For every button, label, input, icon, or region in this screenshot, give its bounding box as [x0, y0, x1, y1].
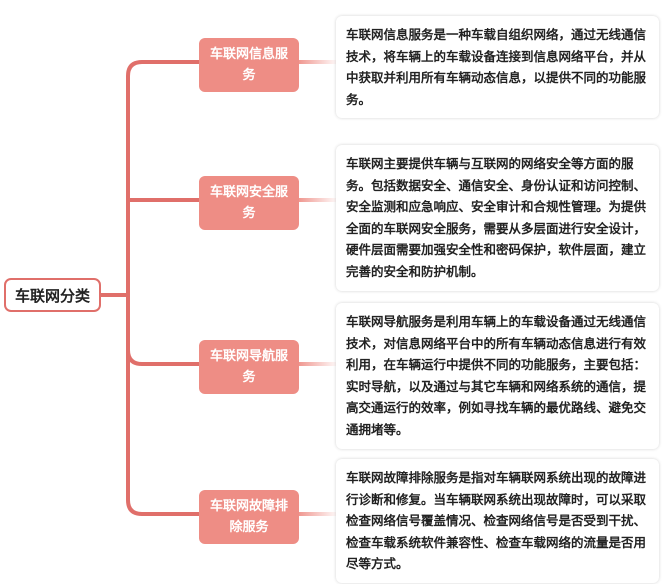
leaf-connector-4 — [299, 512, 339, 516]
branch-node-navigation[interactable]: 车联网导航服务 — [199, 340, 299, 394]
detail-node-navigation[interactable]: 车联网导航服务是利用车辆上的车载设备通过无线通信技术，对信息网络平台中的所有车辆… — [336, 303, 659, 449]
branch-node-troubleshooting[interactable]: 车联网故障排除服务 — [199, 490, 299, 544]
leaf-connector-1 — [299, 60, 339, 64]
connector-branch-1 — [126, 60, 199, 295]
detail-node-info[interactable]: 车联网信息服务是一种车载自组织网络，通过无线通信技术，将车辆上的车载设备连接到信… — [336, 16, 659, 119]
branch-node-info[interactable]: 车联网信息服务 — [199, 38, 299, 92]
branch-node-security[interactable]: 车联网安全服务 — [199, 176, 299, 230]
leaf-connector-3 — [299, 362, 339, 366]
detail-node-security[interactable]: 车联网主要提供车辆与互联网的网络安全等方面的服务。包括数据安全、通信安全、身份认… — [336, 145, 659, 291]
connector-branch-3 — [126, 295, 199, 366]
connector-branch-4 — [126, 295, 199, 516]
root-node[interactable]: 车联网分类 — [4, 278, 101, 312]
detail-node-troubleshooting[interactable]: 车联网故障排除服务是指对车辆联网系统出现的故障进行诊断和修复。当车辆联网系统出现… — [336, 459, 659, 583]
leaf-connector-2 — [299, 198, 339, 202]
